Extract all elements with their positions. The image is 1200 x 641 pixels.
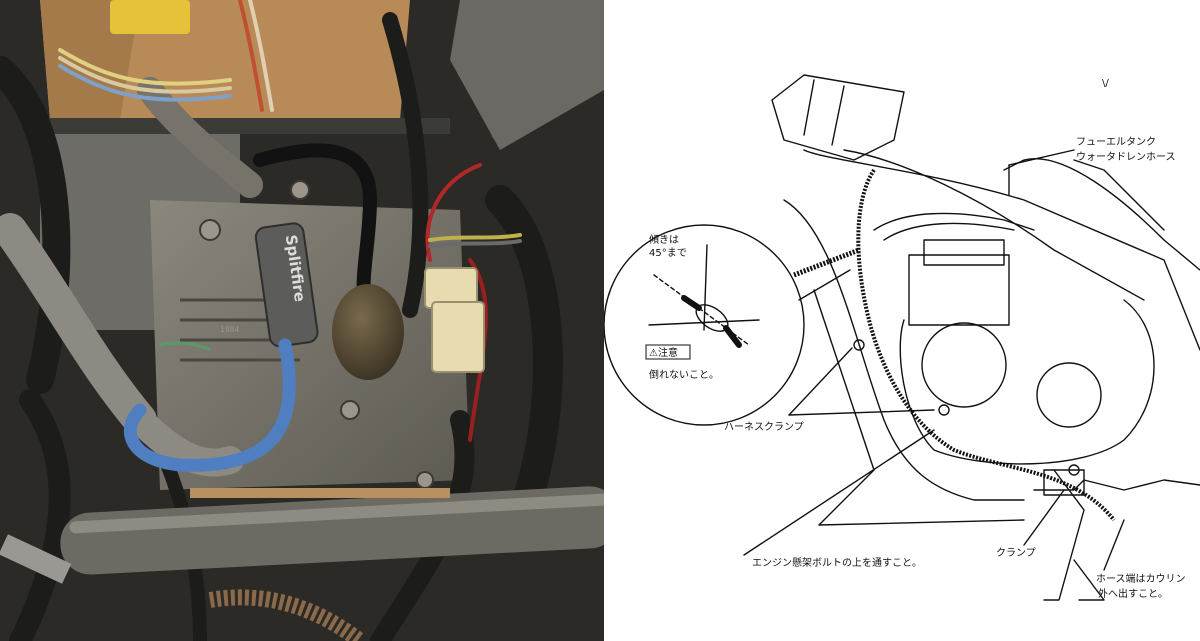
engine-block — [150, 200, 470, 490]
corner-mark: \/ — [1102, 78, 1109, 89]
inset-caution-badge: ⚠注意 — [649, 346, 678, 359]
yellow-connector — [110, 0, 190, 34]
frame-top-box — [771, 74, 905, 161]
gray-hose — [0, 213, 157, 437]
clamp-label: クランプ — [996, 547, 1036, 559]
inset-tilt-label-line1: 傾きは — [649, 233, 679, 246]
inset-caution-text: 倒れないこと。 — [649, 369, 719, 381]
engine-block-outline — [908, 254, 1010, 326]
engine-photo: 1984 — [0, 0, 604, 641]
fuel-filter-bulb — [332, 284, 404, 380]
water-drain-hose-label: ウォータドレンホース — [1076, 151, 1176, 163]
frame-rail — [40, 118, 450, 134]
spark-plug-wire — [124, 338, 296, 472]
spark-plug-cap — [254, 222, 319, 348]
frame-main — [803, 149, 1200, 351]
inset-detail-circle — [604, 224, 805, 426]
hose-end-label-line1: ホース端はカウリン — [1096, 572, 1186, 585]
cream-connector — [431, 301, 485, 373]
engine-bolt-label: エンジン懸架ボルトの上を通すこと。 — [752, 557, 922, 569]
inset-caution-badge-frame — [645, 344, 691, 360]
hose-end-label-line2: 外へ出すこと。 — [1098, 587, 1168, 600]
fuel-tank-label: フューエルタンク — [1076, 136, 1156, 148]
assembly-diagram: \/ フューエルタンク ウォータドレンホース 傾きは 45°まで ⚠注意 倒れな… — [604, 0, 1200, 641]
fuel-hose-route — [856, 168, 1116, 522]
harness-clamp-label: ハーネスクランプ — [724, 421, 804, 433]
engine-case-outline — [921, 322, 1007, 408]
inset-tilt-label-line2: 45°まで — [649, 247, 687, 259]
engine-photo-drawing: 1984 — [0, 0, 604, 641]
assembly-diagram-drawing: \/ フューエルタンク ウォータドレンホース 傾きは 45°まで ⚠注意 倒れな… — [604, 74, 1200, 601]
casting-mark: 1984 — [220, 325, 239, 334]
